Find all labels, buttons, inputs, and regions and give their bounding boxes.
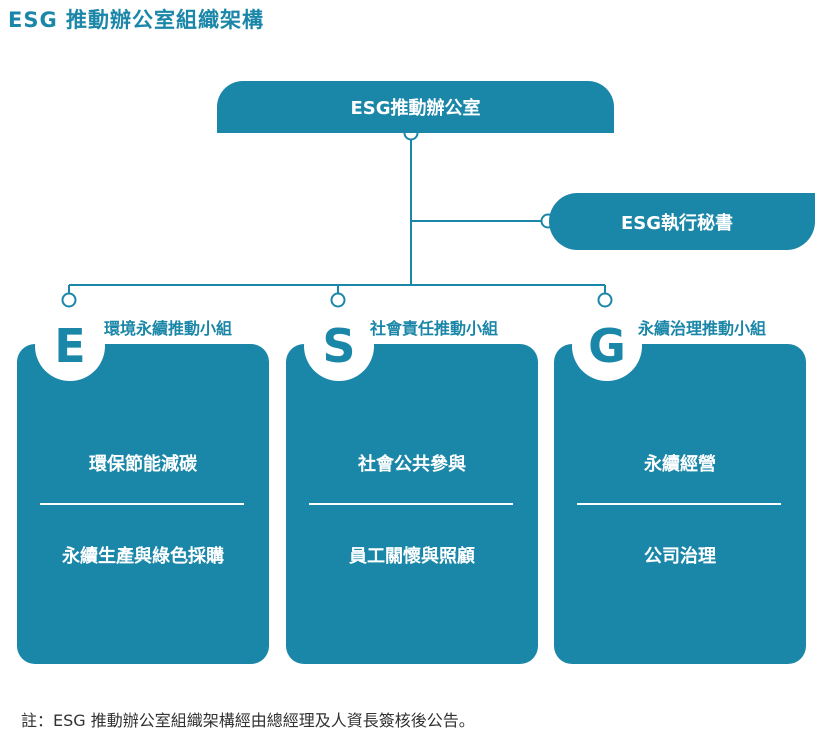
- governance-group-title: 永續治理推動小組: [638, 319, 767, 338]
- group-item: 公司治理: [644, 546, 716, 567]
- social-group-box: 社會公共參與 員工關懷與照顧: [286, 344, 538, 664]
- item-divider: [309, 503, 513, 505]
- letter-badge-e: E: [35, 311, 105, 381]
- node-dot-s: [330, 292, 346, 308]
- letter-badge-s: S: [304, 311, 374, 381]
- group-item: 永續生產與綠色採購: [62, 546, 224, 567]
- letter-badge-g: G: [572, 311, 642, 381]
- node-dot-g: [597, 292, 613, 308]
- group-item: 社會公共參與: [358, 454, 466, 475]
- social-group-title: 社會責任推動小組: [370, 319, 499, 338]
- footnote: 註：ESG 推動辦公室組織架構經由總經理及人資長簽核後公告。: [21, 711, 475, 730]
- item-divider: [40, 503, 244, 505]
- esg-secretary-node: ESG執行秘書: [549, 193, 815, 250]
- environment-group-box: 環保節能減碳 永續生產與綠色採購: [17, 344, 269, 664]
- environment-group-title: 環境永續推動小組: [104, 319, 233, 338]
- group-item: 員工關懷與照顧: [349, 546, 475, 567]
- node-dot-e: [61, 292, 77, 308]
- group-item: 環保節能減碳: [89, 454, 197, 475]
- esg-office-node: ESG推動辦公室: [217, 81, 614, 133]
- page-title: ESG 推動辦公室組織架構: [8, 8, 265, 32]
- group-item: 永續經營: [644, 454, 716, 475]
- governance-group-box: 永續經營 公司治理: [554, 344, 806, 664]
- item-divider: [577, 503, 781, 505]
